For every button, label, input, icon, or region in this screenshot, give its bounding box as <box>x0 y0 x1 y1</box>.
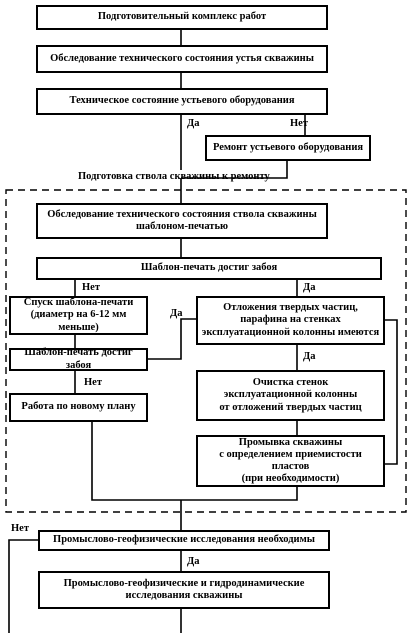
yes-label-template-2: Да <box>170 308 183 319</box>
no-label-template-2: Нет <box>84 377 102 388</box>
clean-walls-box: Очистка стенок эксплуатационной колонны … <box>196 370 385 421</box>
no-label-template: Нет <box>82 282 100 293</box>
template-reached-bottom-2-box: Шаблон-печать достиг забоя <box>9 347 148 371</box>
wellbore-survey-box: Обследование технического состояния ство… <box>36 203 328 239</box>
geophysical-needed-box: Промыслово-геофизические исследования не… <box>38 530 330 551</box>
deposits-present-box: Отложения твердых частиц, парафина на ст… <box>196 296 385 345</box>
no-label-geophysical: Нет <box>11 523 29 534</box>
wellhead-repair-box: Ремонт устьевого оборудования <box>205 135 371 161</box>
yes-label-template: Да <box>303 282 316 293</box>
section-title: Подготовка ствола скважины к ремонту <box>78 171 270 182</box>
new-plan-box: Работа по новому плану <box>9 393 148 422</box>
wellhead-survey-box: Обследование технического состояния усть… <box>36 45 328 73</box>
template-reached-bottom-box: Шаблон-печать достиг забоя <box>36 257 382 280</box>
yes-label-wellhead: Да <box>187 118 200 129</box>
geophysical-studies-box: Промыслово-геофизические и гидродинамиче… <box>38 571 330 609</box>
lower-template-box: Спуск шаблона-печати (диаметр на 6-12 мм… <box>9 296 148 335</box>
yes-label-geophysical: Да <box>187 556 200 567</box>
yes-label-deposits: Да <box>303 351 316 362</box>
no-label-wellhead: Нет <box>290 118 308 129</box>
flush-well-box: Промывка скважины с определением приемис… <box>196 435 385 487</box>
wellhead-equipment-state-box: Техническое состояние устьевого оборудов… <box>36 88 328 115</box>
prep-complex-box: Подготовительный комплекс работ <box>36 5 328 30</box>
